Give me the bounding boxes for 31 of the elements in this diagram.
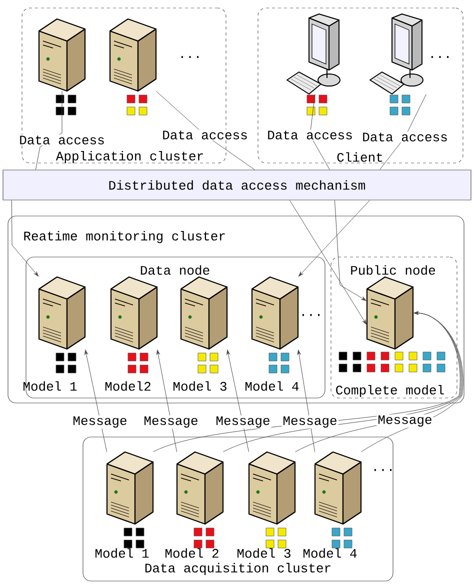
connector xyxy=(297,350,316,452)
edge-label: Data access xyxy=(266,130,354,140)
edge-label: Data access xyxy=(18,134,106,146)
connector xyxy=(360,311,464,452)
model-label: Model 3 xyxy=(174,381,226,391)
connector xyxy=(226,350,250,452)
model-label: Model 4 xyxy=(246,381,299,391)
connector xyxy=(11,200,39,276)
ellipsis: ... xyxy=(302,314,320,316)
connector xyxy=(84,350,108,452)
edge-label: Message xyxy=(72,415,128,429)
ellipsis: ... xyxy=(374,469,392,471)
mechanism-bar: Distributed data access mechanism xyxy=(2,170,472,200)
model-label: Model 4 xyxy=(304,548,357,558)
edge-label: Message xyxy=(214,415,272,429)
connector xyxy=(156,350,178,452)
model-label: Model 1 xyxy=(24,381,77,391)
model-label: Model2 xyxy=(105,381,150,391)
edge-label: Data access xyxy=(361,132,449,142)
model-label: Model 2 xyxy=(166,548,218,558)
model-label: Model 1 xyxy=(96,548,149,558)
connector xyxy=(298,200,370,276)
edge-label: Message xyxy=(142,415,200,429)
edge-label: Data access xyxy=(161,130,249,140)
connector xyxy=(289,200,367,325)
connector xyxy=(334,200,366,301)
ellipsis: ... xyxy=(181,56,199,58)
edge-label: Message xyxy=(376,414,434,428)
model-label: Complete model xyxy=(336,384,444,398)
model-label: Model 3 xyxy=(238,548,290,558)
edge-label: Message xyxy=(282,415,338,429)
